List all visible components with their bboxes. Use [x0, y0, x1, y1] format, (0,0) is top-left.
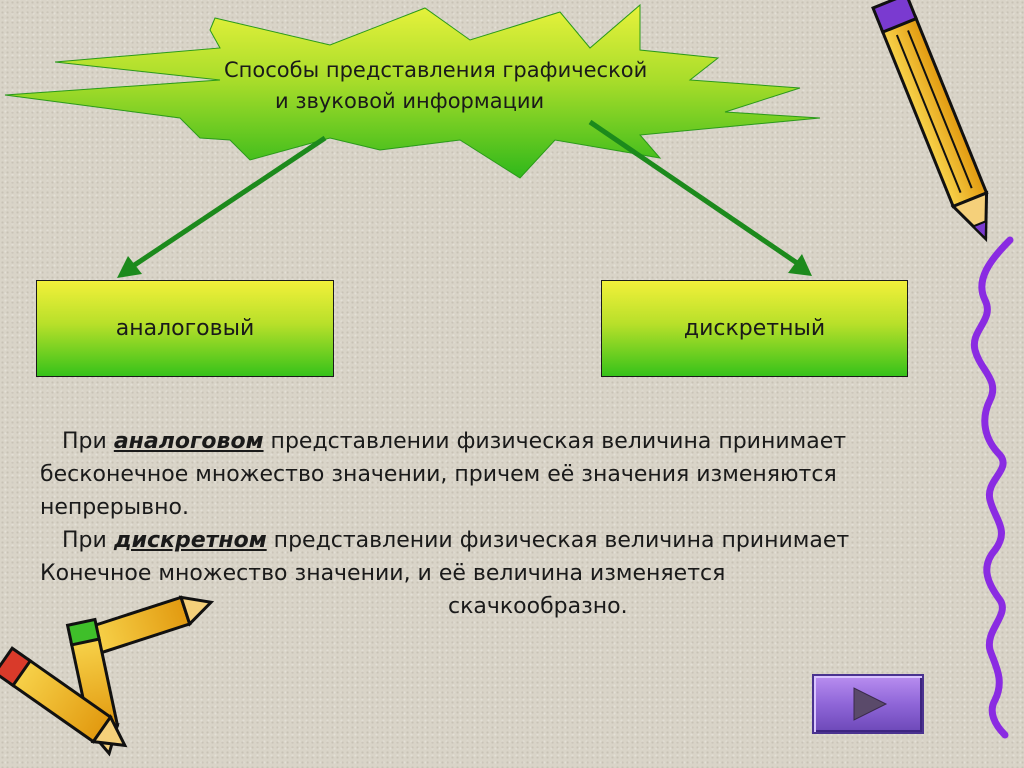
analog-box: аналоговый — [36, 280, 334, 377]
paragraph-analog-rest: представлении физическая величина приним… — [263, 429, 847, 454]
title-line-2: и звуковой информации — [275, 89, 545, 113]
explanation-text: При аналоговом представлении физическая … — [40, 425, 970, 623]
paragraph-discrete-start: При — [62, 528, 114, 553]
play-triangle-icon — [853, 687, 888, 721]
squiggle-line-icon — [970, 236, 1014, 739]
paragraph-discrete-line-3: скачкообразно. — [448, 594, 628, 619]
next-slide-button[interactable] — [812, 674, 924, 734]
paragraph-analog-line-2: бесконечное множество значении, причем е… — [40, 462, 837, 487]
slide-title: Способы представления графической и звук… — [200, 55, 720, 117]
discrete-emphasis: дискретном — [113, 528, 267, 553]
paragraph-discrete-rest: представлении физическая величина приним… — [266, 528, 850, 553]
pencil-icon — [0, 646, 128, 748]
arrow-to-analog — [117, 135, 327, 278]
analog-box-label: аналоговый — [115, 316, 255, 341]
title-starburst — [4, 3, 821, 179]
analog-emphasis: аналоговом — [113, 429, 264, 454]
title-line-1: Способы представления графической — [224, 58, 648, 82]
paragraph-analog-line-3: непрерывно. — [40, 495, 189, 520]
paragraph-discrete-line-1: При дискретном представлении физическая … — [40, 524, 970, 557]
arrow-to-discrete — [588, 119, 812, 276]
paragraph-analog-start: При — [62, 429, 114, 454]
discrete-box-label: дискретный — [683, 316, 826, 341]
pencil-icon — [871, 0, 989, 243]
paragraph-analog-line-1: При аналоговом представлении физическая … — [40, 425, 970, 458]
paragraph-discrete-line-2: Конечное множество значении, и её величи… — [40, 561, 726, 586]
discrete-box: дискретный — [601, 280, 908, 377]
